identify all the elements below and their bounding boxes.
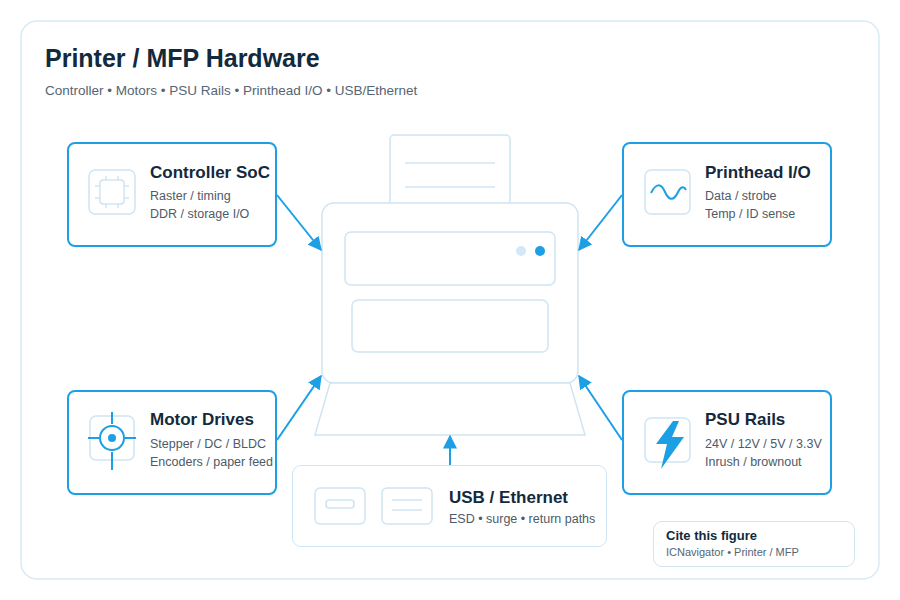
box-body-text: ESD • surge • return paths — [449, 513, 595, 526]
port-icons — [315, 488, 432, 524]
citation-box: Cite this figureICNavigator • Printer / … — [653, 521, 855, 567]
wave-icon — [645, 170, 690, 214]
box-body-text: Encoders / paper feed — [150, 456, 273, 469]
page-frame — [21, 21, 879, 579]
target-icon — [88, 412, 136, 470]
box-heading: Cite this figure — [666, 529, 757, 542]
box-heading: Motor Drives — [150, 411, 254, 428]
diagram-title: Printer / MFP Hardware — [45, 46, 320, 71]
chip-icon — [89, 170, 135, 214]
box-heading: Controller SoC — [150, 164, 270, 181]
lightning-icon — [645, 418, 690, 469]
subtitle-text: Controller • Motors • PSU Rails • Printh… — [45, 84, 417, 98]
component-box: Motor DrivesStepper / DC / BLDC Encoders … — [67, 390, 277, 495]
component-box: PSU Rails 24V / 12V / 5V / 3.3V Inrush / b… — [622, 390, 832, 495]
leader-arrows — [277, 195, 622, 465]
box-body-text: Stepper / DC / BLDC — [150, 438, 266, 451]
component-box: Printhead I/O Data / strobeTemp / ID sens… — [622, 142, 832, 247]
box-body-text: Inrush / brownout — [705, 456, 802, 469]
box-body-text: Raster / timing — [150, 190, 231, 203]
component-box: Controller SoC Raster / timingDDR / stora… — [67, 142, 277, 247]
box-heading: USB / Ethernet — [449, 489, 568, 506]
box-body-text: 24V / 12V / 5V / 3.3V — [705, 438, 822, 451]
box-body-text: Temp / ID sense — [705, 208, 795, 221]
box-body-text: Data / strobe — [705, 190, 777, 203]
interface-box: USB / EthernetESD • surge • return paths — [292, 465, 607, 547]
box-body-text: DDR / storage I/O — [150, 208, 249, 221]
printer-illustration — [315, 135, 585, 435]
box-heading: PSU Rails — [705, 411, 785, 428]
box-body-text: ICNavigator • Printer / MFP — [666, 547, 799, 558]
box-heading: Printhead I/O — [705, 164, 811, 181]
